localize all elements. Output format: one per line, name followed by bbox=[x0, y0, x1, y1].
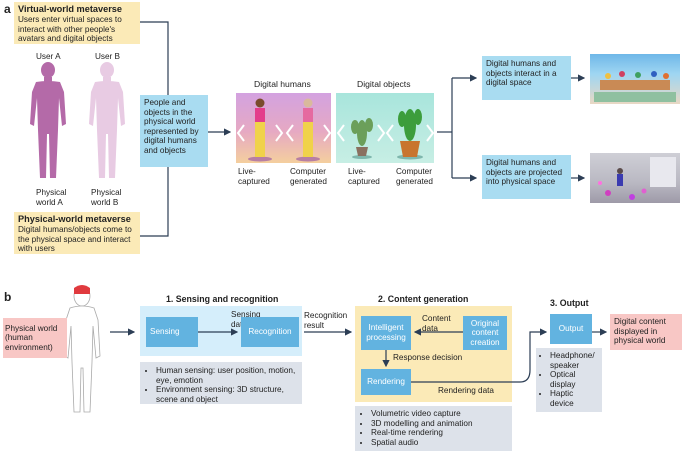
sensing-note-2: Environment sensing: 3D structure, scene… bbox=[156, 385, 296, 404]
response-decision-label: Response decision bbox=[393, 353, 463, 362]
digital-humans-figures bbox=[236, 98, 331, 162]
live-captured-objects-label: Live-captured bbox=[348, 167, 380, 186]
content-note-2: 3D modelling and animation bbox=[371, 419, 506, 429]
rendering-data-label: Rendering data bbox=[438, 386, 494, 395]
sensing-box: Sensing bbox=[146, 317, 198, 347]
content-note-1: Volumetric video capture bbox=[371, 409, 506, 419]
output-notes-box: Headphone/ speaker Optical display Hapti… bbox=[536, 348, 602, 412]
panel-a-label: a bbox=[4, 2, 11, 16]
displayed-content-box: Digital content displayed in physical wo… bbox=[610, 314, 682, 350]
live-captured-humans-label: Live-captured bbox=[238, 167, 270, 186]
recognition-result-label: Recognition result bbox=[304, 311, 348, 330]
physical-space-photo bbox=[590, 153, 680, 203]
virtual-space-scene bbox=[594, 71, 676, 102]
virtual-metaverse-box: Virtual-world metaverse Users enter virt… bbox=[14, 2, 140, 44]
rendering-box: Rendering bbox=[361, 369, 411, 395]
outcome-projected-box: Digital humans and objects are projected… bbox=[482, 155, 571, 199]
step1-title: 1. Sensing and recognition bbox=[166, 294, 279, 304]
virtual-metaverse-desc: Users enter virtual spaces to interact w… bbox=[18, 15, 122, 44]
virtual-metaverse-title: Virtual-world metaverse bbox=[18, 4, 122, 14]
physical-space-scene bbox=[598, 157, 676, 200]
digital-humans-title: Digital humans bbox=[254, 79, 311, 89]
human-outline-figure bbox=[63, 285, 101, 413]
sensing-data-label: Sensing data bbox=[231, 310, 261, 329]
step3-title: 3. Output bbox=[550, 298, 589, 308]
physical-metaverse-desc: Digital humans/objects come to the physi… bbox=[18, 225, 132, 254]
content-data-label: Content data bbox=[422, 314, 451, 333]
output-box: Output bbox=[550, 314, 592, 344]
step2-title: 2. Content generation bbox=[378, 294, 469, 304]
physical-world-a-label: Physical world A bbox=[36, 188, 67, 207]
outcome-interact-box: Digital humans and objects interact in a… bbox=[482, 56, 571, 100]
user-a-label: User A bbox=[36, 52, 61, 61]
panel-b-label: b bbox=[4, 290, 12, 304]
user-a-figure bbox=[30, 62, 66, 178]
content-notes-box: Volumetric video capture 3D modelling an… bbox=[355, 406, 512, 451]
digital-objects-title: Digital objects bbox=[357, 79, 411, 89]
computer-generated-humans-label: Computer generated bbox=[290, 167, 327, 186]
output-note-1: Headphone/ speaker bbox=[550, 351, 598, 370]
sensing-note-1: Human sensing: user position, motion, ey… bbox=[156, 366, 296, 385]
output-note-2: Optical display bbox=[550, 370, 598, 389]
original-content-box: Original content creation bbox=[463, 316, 507, 350]
sensing-notes-box: Human sensing: user position, motion, ey… bbox=[140, 362, 302, 404]
content-note-4: Spatial audio bbox=[371, 438, 506, 448]
virtual-space-photo bbox=[590, 54, 680, 104]
content-note-3: Real-time rendering bbox=[371, 428, 506, 438]
computer-generated-objects-label: Computer generated bbox=[396, 167, 433, 186]
panel-b-connectors bbox=[110, 328, 608, 383]
physical-people-box: People and objects in the physical world… bbox=[140, 95, 208, 167]
digital-humans-image bbox=[236, 93, 331, 163]
output-note-3: Haptic device bbox=[550, 389, 598, 408]
digital-objects-cacti bbox=[336, 109, 434, 160]
user-b-label: User B bbox=[95, 52, 121, 61]
intelligent-processing-box: Intelligent processing bbox=[361, 316, 411, 350]
physical-metaverse-title: Physical-world metaverse bbox=[18, 214, 131, 224]
user-b-figure bbox=[89, 62, 125, 178]
physical-metaverse-box: Physical-world metaverse Digital humans/… bbox=[14, 212, 140, 254]
digital-objects-image bbox=[336, 93, 434, 163]
recognition-box: Recognition bbox=[241, 317, 299, 347]
physical-world-box: Physical world (human environment) bbox=[3, 318, 67, 358]
physical-world-b-label: Physical world B bbox=[91, 188, 122, 207]
